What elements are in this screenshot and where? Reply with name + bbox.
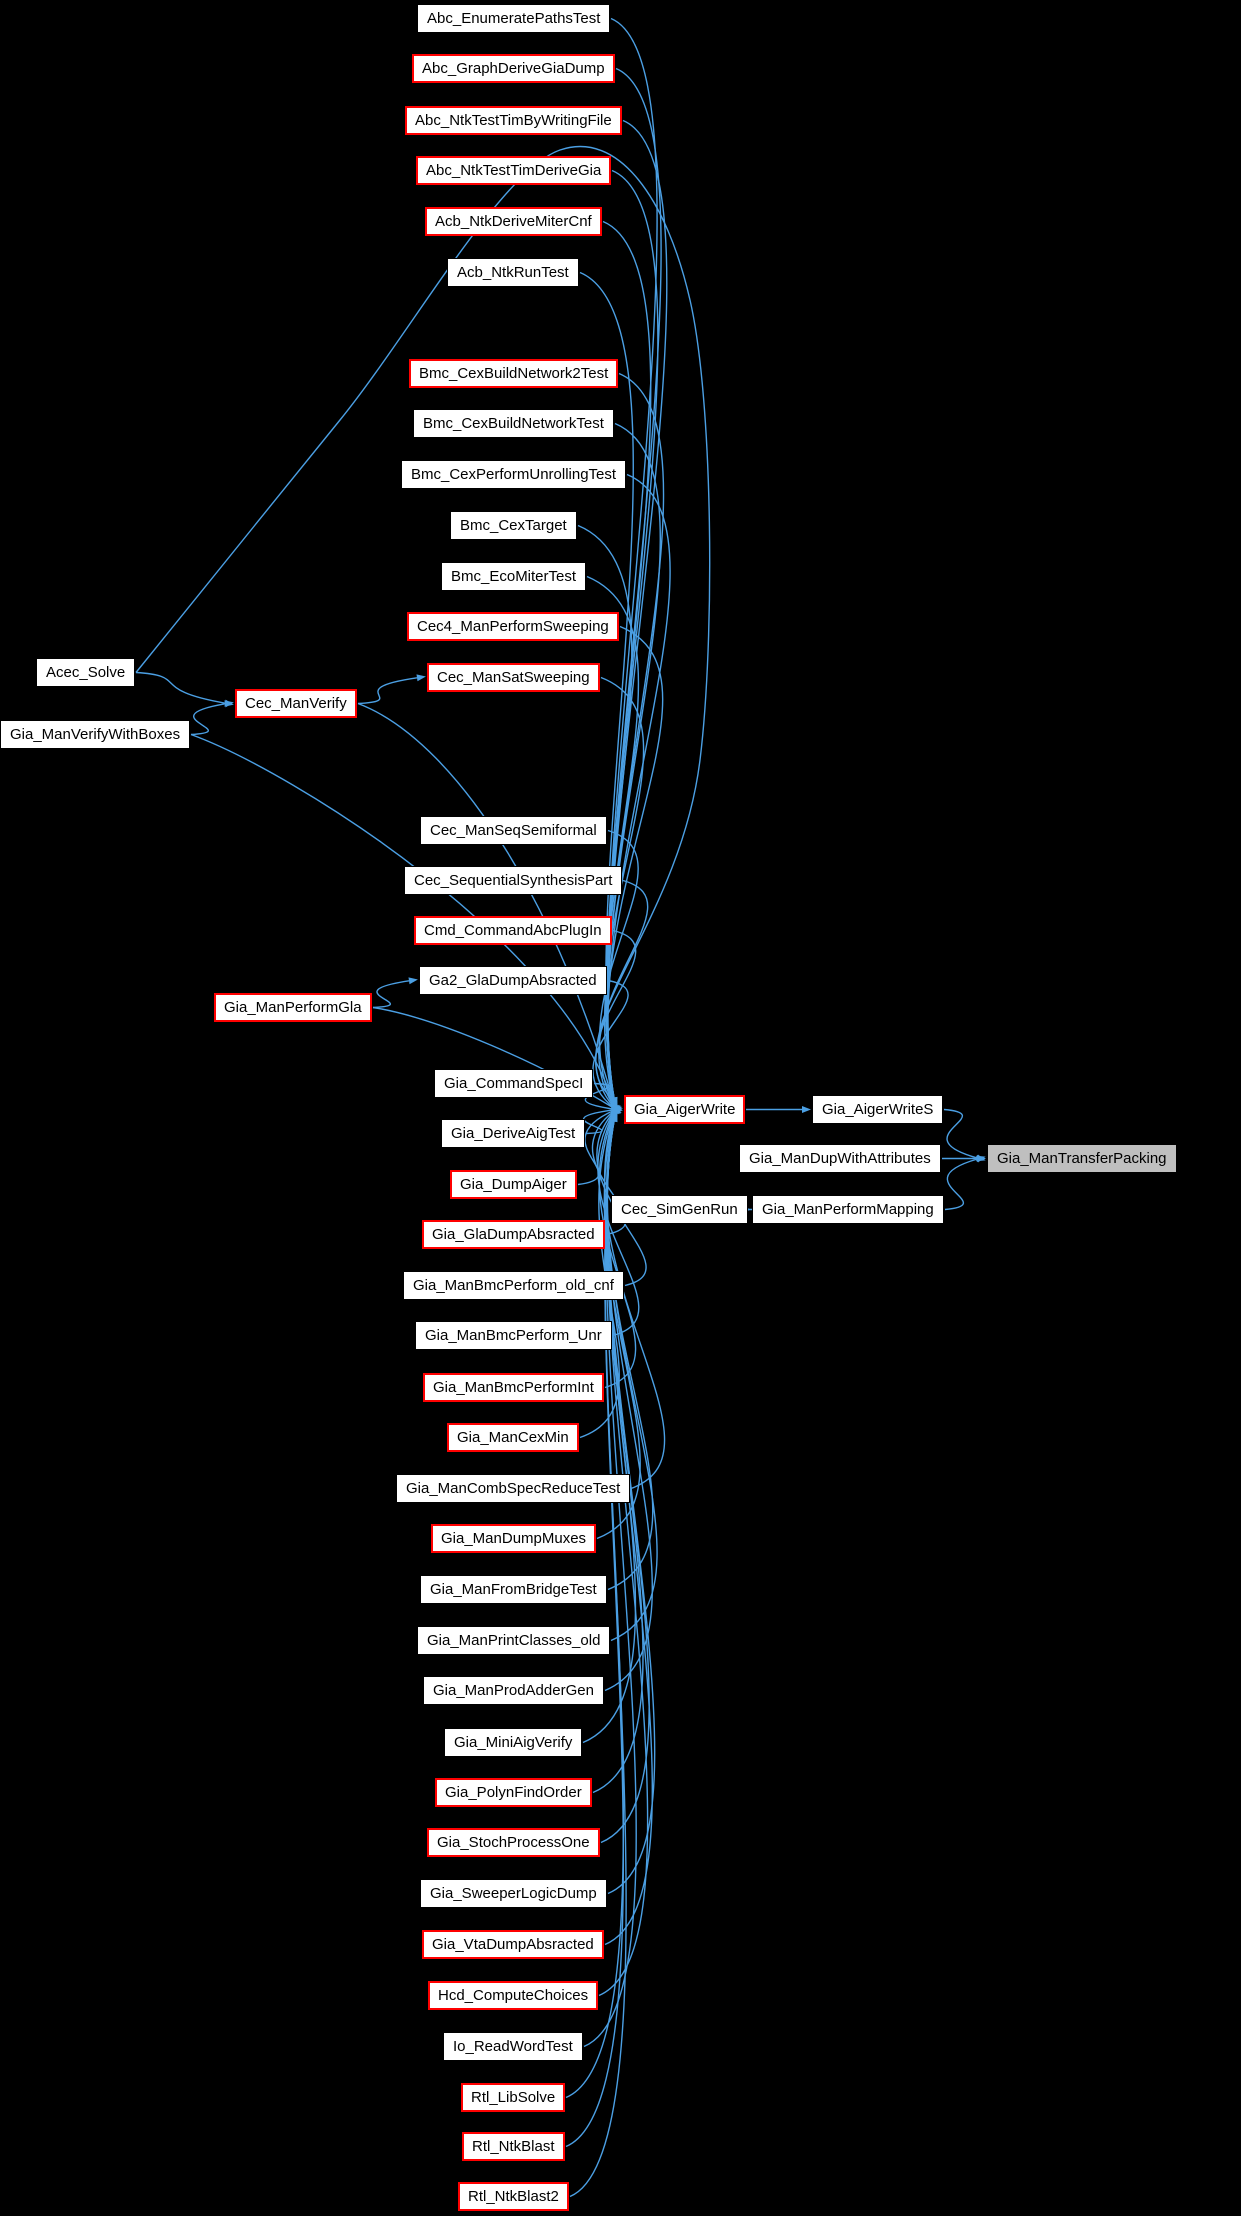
graph-node-rtl_ntkblast[interactable]: Rtl_NtkBlast <box>462 2132 565 2161</box>
arrowhead-gia_aigerwrite-to-gia_aigerwrites <box>802 1106 811 1113</box>
graph-node-gia_aigerwrites[interactable]: Gia_AigerWriteS <box>812 1095 944 1124</box>
graph-node-bmc_cextarget[interactable]: Bmc_CexTarget <box>450 511 577 540</box>
graph-node-abc_enumeratepathstest[interactable]: Abc_EnumeratePathsTest <box>417 4 611 33</box>
graph-node-bmc_ecomitertest[interactable]: Bmc_EcoMiterTest <box>441 562 587 591</box>
graph-node-gia_manprodaddergen[interactable]: Gia_ManProdAdderGen <box>423 1676 604 1705</box>
arrowhead-gia_manperformgla-to-ga2_gladumpabsracted <box>408 977 418 985</box>
graph-node-cec_simgenrun[interactable]: Cec_SimGenRun <box>611 1195 748 1224</box>
graph-node-io_readwordtest[interactable]: Io_ReadWordTest <box>443 2032 583 2061</box>
graph-node-abc_ntktesttimbywritingfile[interactable]: Abc_NtkTestTimByWritingFile <box>405 106 622 135</box>
graph-node-gia_polynfindorder[interactable]: Gia_PolynFindOrder <box>435 1778 592 1807</box>
graph-node-gia_dumpaiger[interactable]: Gia_DumpAiger <box>450 1170 577 1199</box>
arrowhead-gia_manperformgla-to-gia_aigerwrite <box>612 1105 622 1113</box>
graph-node-bmc_cexbuildnetwork2test[interactable]: Bmc_CexBuildNetwork2Test <box>409 359 619 388</box>
graph-node-gia_commandspeci[interactable]: Gia_CommandSpecI <box>434 1069 594 1098</box>
graph-node-gia_manperformmapping[interactable]: Gia_ManPerformMapping <box>752 1195 944 1224</box>
graph-node-gia_mandumpmuxes[interactable]: Gia_ManDumpMuxes <box>431 1524 597 1553</box>
graph-node-rtl_ntkblast2[interactable]: Rtl_NtkBlast2 <box>458 2182 569 2211</box>
graph-node-gia_aigerwrite[interactable]: Gia_AigerWrite <box>624 1095 746 1124</box>
edge-gia_manperformgla-to-ga2_gladumpabsracted <box>372 980 410 1009</box>
graph-node-gia_stochprocessone[interactable]: Gia_StochProcessOne <box>427 1828 600 1857</box>
edge-bmc_ecomitertest-to-gia_aigerwrite <box>586 575 640 1104</box>
graph-node-gia_manprintclasses_old[interactable]: Gia_ManPrintClasses_old <box>417 1626 611 1655</box>
arrowhead-gia_manperformmapping-to-gia_mantransferpacking <box>976 1155 986 1163</box>
edge-gia_dumpaiger-to-gia_aigerwrite <box>577 1109 615 1186</box>
graph-node-cec_manverify[interactable]: Cec_ManVerify <box>235 689 357 718</box>
graph-node-abc_ntktesttimderivegia[interactable]: Abc_NtkTestTimDeriveGia <box>416 156 612 185</box>
edge-gia_gladumpabsracted-to-gia_aigerwrite <box>591 1110 627 1236</box>
edge-cec_mansatsweeping-to-gia_aigerwrite <box>600 676 645 1105</box>
graph-node-gia_mancexmin[interactable]: Gia_ManCexMin <box>447 1423 579 1452</box>
graph-node-gia_mandupwithattributes[interactable]: Gia_ManDupWithAttributes <box>739 1144 941 1173</box>
edge-rtl_ntkblast2-to-gia_aigerwrite <box>569 1121 627 2198</box>
edge-hcd_computechoices-to-gia_aigerwrite <box>598 1120 649 1997</box>
graph-node-abc_graphderivegiadump[interactable]: Abc_GraphDeriveGiaDump <box>412 54 615 83</box>
graph-node-bmc_cexbuildnetworktest[interactable]: Bmc_CexBuildNetworkTest <box>413 409 614 438</box>
edge-acec_solve-to-cec_manverify <box>135 671 226 704</box>
edge-gia_manperformmapping-to-gia_mantransferpacking <box>944 1158 978 1211</box>
graph-node-gia_manbmcperform_unr[interactable]: Gia_ManBmcPerform_Unr <box>415 1321 612 1350</box>
graph-node-gia_mantransferpacking: Gia_ManTransferPacking <box>987 1144 1177 1173</box>
graph-node-acb_ntkruntest[interactable]: Acb_NtkRunTest <box>447 258 579 287</box>
edge-io_readwordtest-to-gia_aigerwrite <box>583 1120 637 2048</box>
graph-node-bmc_cexperformunrollingtest[interactable]: Bmc_CexPerformUnrollingTest <box>401 460 627 489</box>
graph-node-rtl_libsolve[interactable]: Rtl_LibSolve <box>461 2083 566 2112</box>
graph-node-cmd_commandabcplugin[interactable]: Cmd_CommandAbcPlugIn <box>414 916 612 945</box>
edge-gia_manverifywithboxes-to-cec_manverify <box>190 703 226 736</box>
graph-node-cec4_manperformsweeping[interactable]: Cec4_ManPerformSweeping <box>407 612 619 641</box>
graph-node-cec_sequentialsynthesispart[interactable]: Cec_SequentialSynthesisPart <box>404 866 623 895</box>
arrowhead-cec_manverify-to-cec_mansatsweeping <box>416 674 426 682</box>
arrowhead-rtl_ntkblast2-to-gia_aigerwrite <box>610 1112 618 1123</box>
graph-node-gia_manbmcperform_old_cnf[interactable]: Gia_ManBmcPerform_old_cnf <box>403 1271 624 1300</box>
arrowhead-gia_manverifywithboxes-to-cec_manverify <box>224 700 234 708</box>
graph-node-gia_gladumpabsracted[interactable]: Gia_GlaDumpAbsracted <box>422 1220 605 1249</box>
graph-node-gia_mancombspecreducetest[interactable]: Gia_ManCombSpecReduceTest <box>396 1474 631 1503</box>
graph-node-hcd_computechoices[interactable]: Hcd_ComputeChoices <box>428 1981 599 2010</box>
edge-ga2_gladumpabsracted-to-gia_aigerwrite <box>592 979 629 1109</box>
graph-node-acec_solve[interactable]: Acec_Solve <box>36 658 136 687</box>
edge-cec_sequentialsynthesispart-to-gia_aigerwrite <box>598 879 649 1108</box>
edge-acec_solve-to-gia_aigerwrite <box>135 145 711 1105</box>
graph-node-gia_manperformgla[interactable]: Gia_ManPerformGla <box>214 993 372 1022</box>
edge-gia_manbmcperform_unr-to-gia_aigerwrite <box>597 1111 640 1337</box>
graph-node-ga2_gladumpabsracted[interactable]: Ga2_GlaDumpAbsracted <box>419 966 607 995</box>
edge-gia_aigerwrites-to-gia_mantransferpacking <box>943 1108 978 1159</box>
graph-node-gia_manverifywithboxes[interactable]: Gia_ManVerifyWithBoxes <box>0 720 191 749</box>
graph-node-gia_miniaigverify[interactable]: Gia_MiniAigVerify <box>444 1728 583 1757</box>
edge-cec_manverify-to-gia_aigerwrite <box>357 702 615 1105</box>
graph-node-gia_manfrombridgetest[interactable]: Gia_ManFromBridgeTest <box>420 1575 607 1604</box>
graph-node-cec_mansatsweeping[interactable]: Cec_ManSatSweeping <box>427 663 600 692</box>
edge-cec_manverify-to-cec_mansatsweeping <box>357 677 418 705</box>
graph-node-gia_manbmcperformint[interactable]: Gia_ManBmcPerformInt <box>423 1373 604 1402</box>
graph-node-cec_manseqsemiformal[interactable]: Cec_ManSeqSemiformal <box>420 816 607 845</box>
graph-node-gia_sweeperlogicdump[interactable]: Gia_SweeperLogicDump <box>420 1879 607 1908</box>
graph-node-acb_ntkderivemitercnf[interactable]: Acb_NtkDeriveMiterCnf <box>425 207 602 236</box>
graph-node-gia_vtadumpabsracted[interactable]: Gia_VtaDumpAbsracted <box>422 1930 604 1959</box>
edge-gia_mandumpmuxes-to-gia_aigerwrite <box>596 1114 641 1540</box>
graph-node-gia_deriveaigtest[interactable]: Gia_DeriveAigTest <box>441 1119 586 1148</box>
